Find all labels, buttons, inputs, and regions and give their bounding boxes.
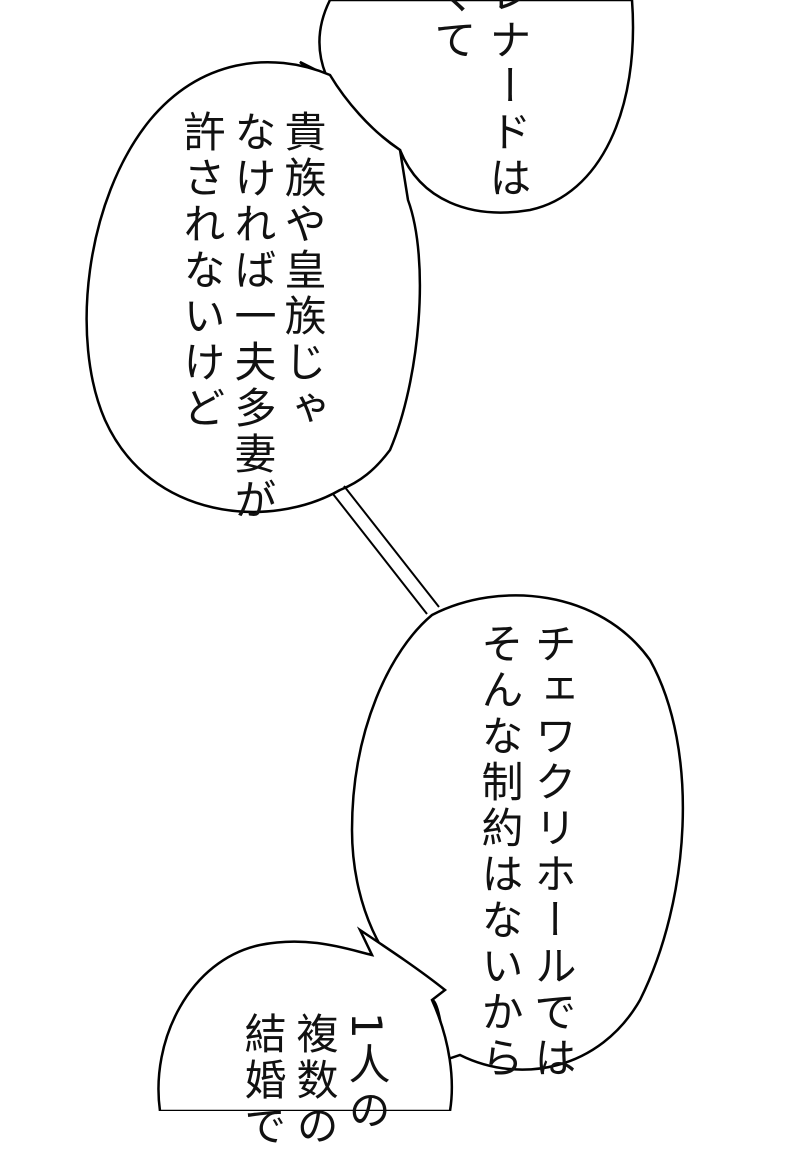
bubble-2-text-line-1: 貴族や皇族じゃ (278, 110, 327, 432)
bubble-4 (157, 926, 454, 1111)
bubble-2-text-line-3: 許されないけど (177, 110, 226, 432)
bubble-2 (85, 60, 422, 514)
connector-line (332, 485, 440, 615)
bubble-top-text-line-2: くて (428, 0, 477, 64)
speech-bubbles-artwork (85, 0, 685, 1111)
bubble-4-text-line-3: 結婚で (238, 1012, 287, 1150)
bubble-top-text-line-1: レナードは (483, 0, 532, 202)
bubble-2-text-line-2: なければ一夫多妻が (228, 110, 277, 524)
bubble-4-text-line-1: 1人の (342, 1012, 391, 1135)
bubble-3 (350, 594, 685, 1071)
bubble-3-text-line-2: そんな制約はないから (475, 622, 524, 1082)
bubble-4-text-line-2: 複数の (290, 1012, 339, 1150)
bubble-3-text-line-1: チェワクリホールでは (528, 622, 577, 1082)
